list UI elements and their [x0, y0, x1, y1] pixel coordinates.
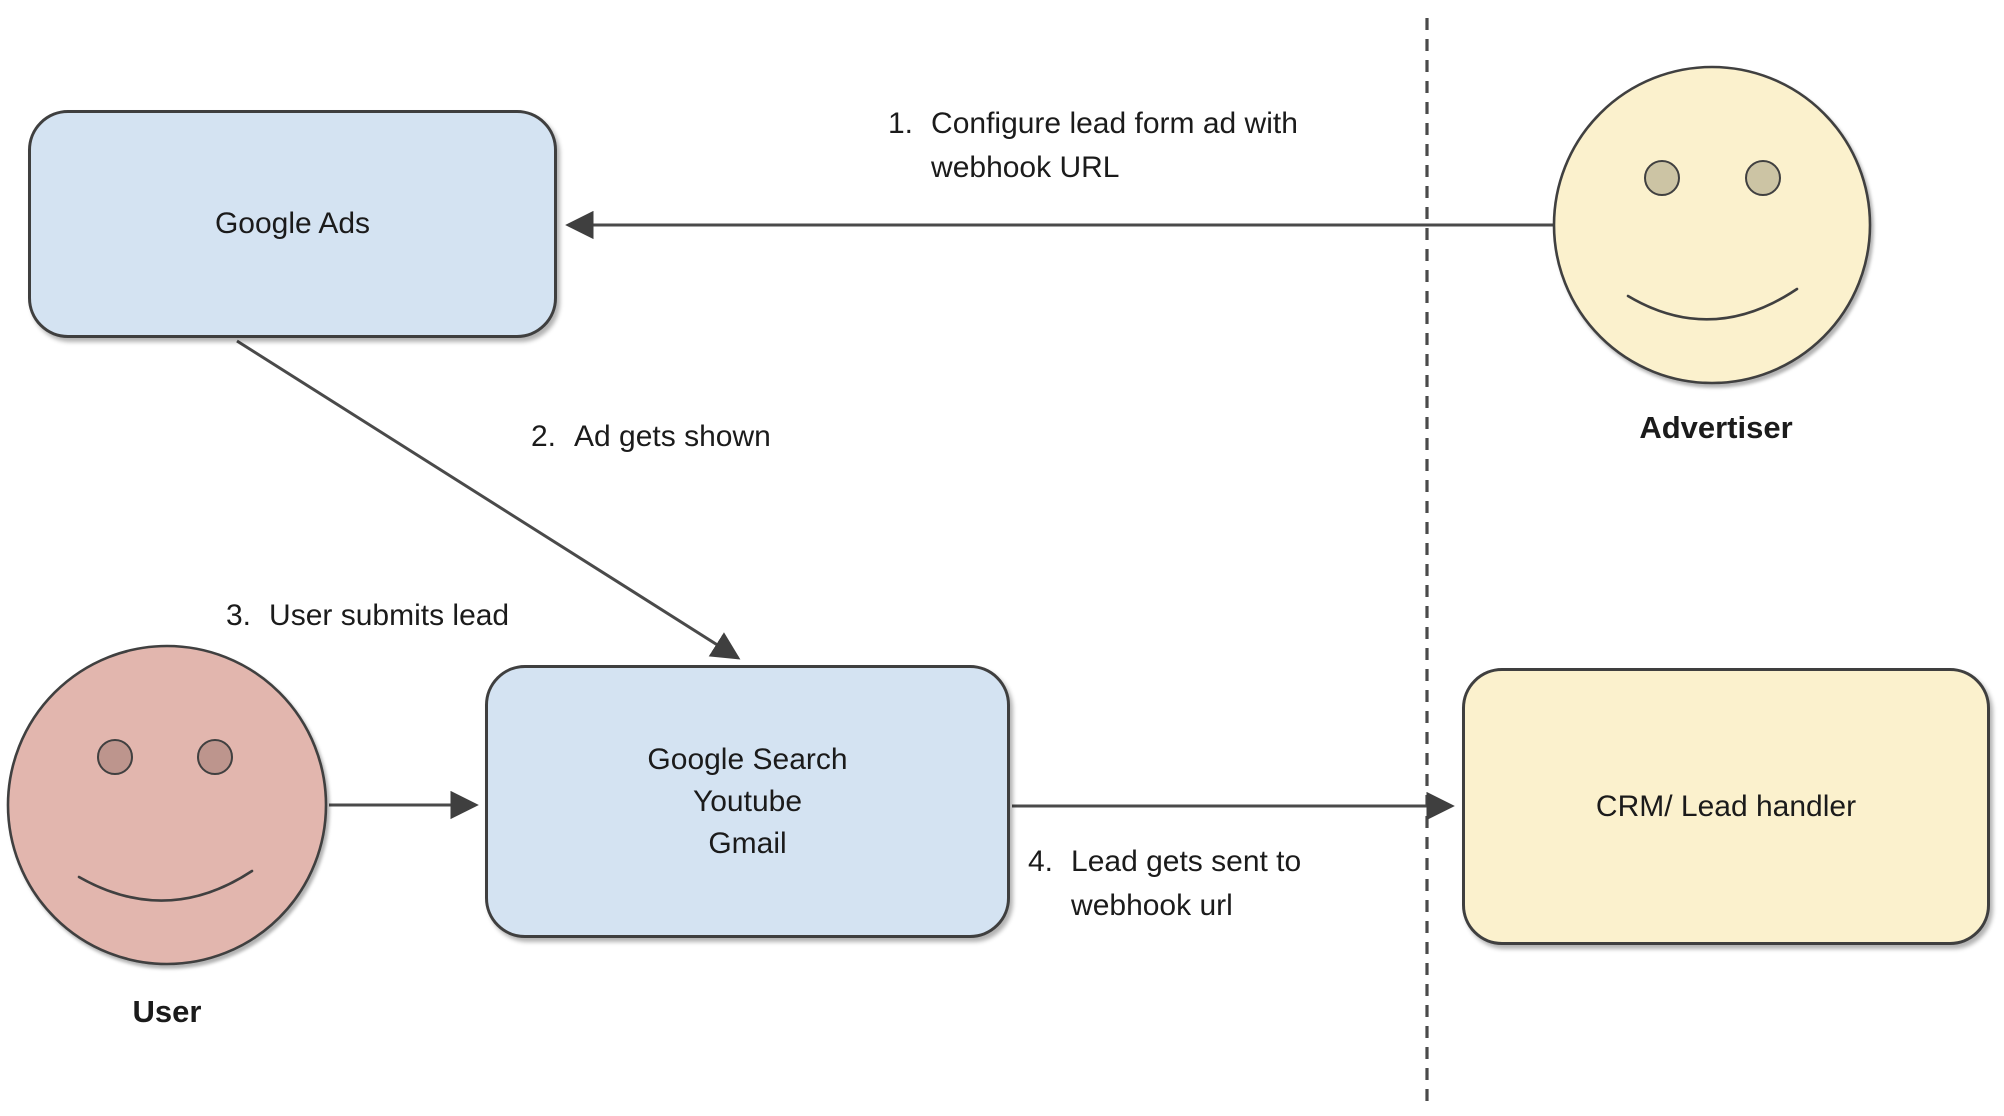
step-2-number: 2. [531, 420, 557, 453]
user-smile [77, 869, 254, 902]
step-1-number: 1. [888, 107, 914, 140]
google-ads-node-label: Google Ads [214, 207, 371, 240]
user-eye-right [197, 739, 233, 775]
advertiser-smile [1626, 287, 1799, 321]
user-label: User [132, 994, 202, 1029]
user-face [6, 644, 328, 966]
step-2-annotation: 2. Ad gets shown [531, 415, 771, 459]
step-4-text: Lead gets sent to webhook url [1071, 840, 1301, 928]
google-surfaces-line-2: Youtube [692, 784, 802, 818]
google-surfaces-node-label: Google Search Youtube Gmail [647, 739, 847, 865]
step-1-line-1: Configure lead form ad with [931, 107, 1298, 140]
google-surfaces-line-1: Google Search [647, 742, 848, 776]
step-4-number: 4. [1028, 845, 1054, 878]
crm-lead-handler-node: CRM/ Lead handler [1462, 668, 1990, 945]
step-3-text: User submits lead [269, 594, 509, 638]
step-3-annotation: 3. User submits lead [226, 594, 509, 638]
user-face-head [6, 644, 328, 966]
step-1-annotation: 1. Configure lead form ad with webhook U… [888, 102, 1298, 190]
step-1-line-2: webhook URL [931, 151, 1120, 184]
step-4-line-2: webhook url [1071, 889, 1233, 922]
advertiser-face [1552, 65, 1872, 385]
advertiser-label: Advertiser [1639, 410, 1793, 445]
step-2-line-1: Ad gets shown [574, 420, 771, 453]
user-eye-left [97, 739, 133, 775]
step-4-annotation: 4. Lead gets sent to webhook url [1028, 840, 1301, 928]
step-1-text: Configure lead form ad with webhook URL [931, 102, 1298, 190]
advertiser-face-head [1552, 65, 1872, 385]
crm-lead-handler-node-label: CRM/ Lead handler [1595, 789, 1857, 823]
google-ads-node: Google Ads [28, 110, 557, 338]
arrow-step-2-google-ads-to-surfaces [236, 339, 741, 660]
step-3-number: 3. [226, 599, 252, 632]
advertiser-eye-right [1745, 160, 1781, 196]
google-surfaces-line-3: Gmail [708, 826, 787, 860]
step-2-text: Ad gets shown [574, 415, 771, 459]
step-3-line-1: User submits lead [269, 599, 510, 632]
advertiser-eye-left [1644, 160, 1680, 196]
step-4-line-1: Lead gets sent to [1071, 845, 1302, 878]
google-surfaces-node: Google Search Youtube Gmail [485, 665, 1010, 938]
